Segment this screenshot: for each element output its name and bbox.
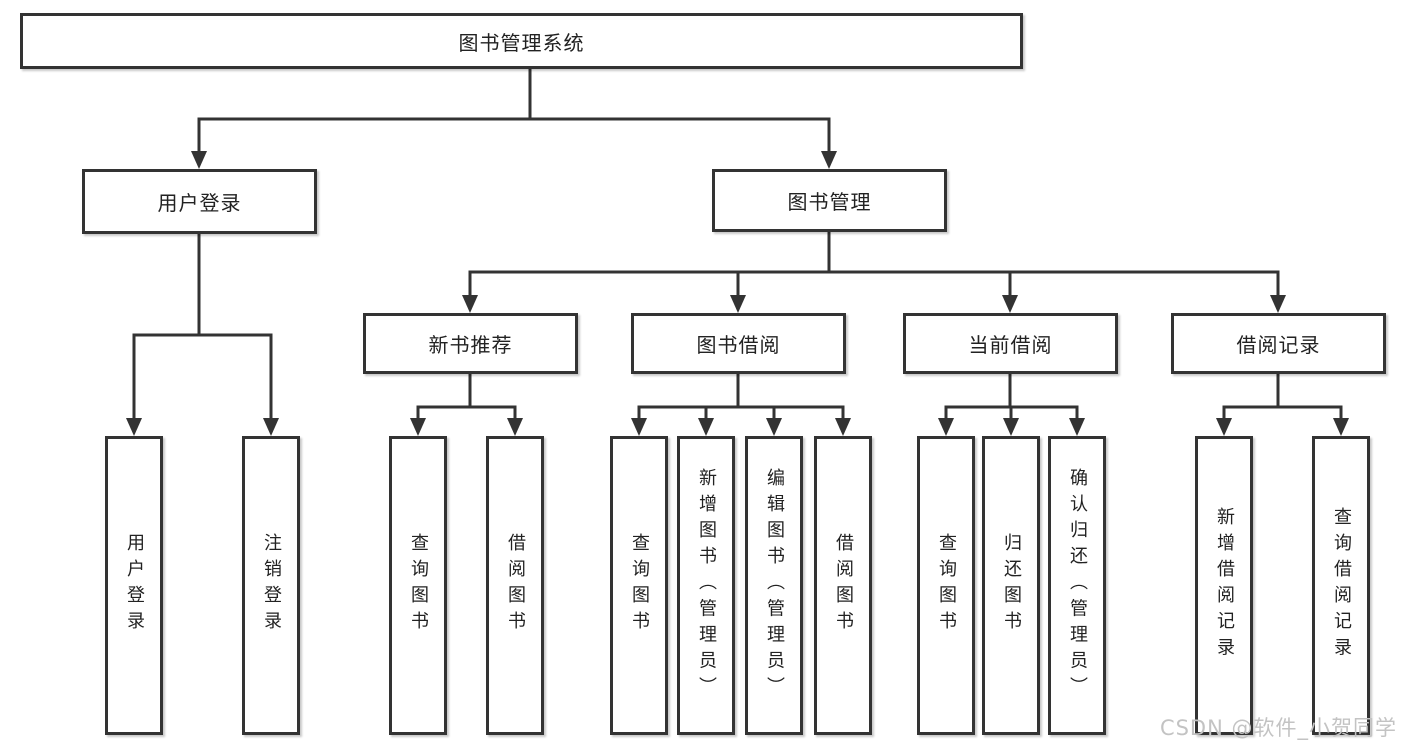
node-leaf-query-books-recommend: 查询图书 [389,436,447,735]
arrowhead-icon [730,295,746,313]
node-leaf-add-borrow-record: 新增借阅记录 [1195,436,1253,735]
arrowhead-icon [410,418,426,436]
node-leaf-query-books-current: 查询图书 [917,436,975,735]
node-book-management: 图书管理 [712,169,947,232]
node-library-management-system: 图书管理系统 [20,13,1023,69]
arrowhead-icon [263,418,279,436]
arrowhead-icon [1216,418,1232,436]
arrowhead-icon [1270,295,1286,313]
node-user-login: 用户登录 [82,169,317,234]
node-leaf-borrow-books-recommend: 借阅图书 [486,436,544,735]
arrowhead-icon [126,418,142,436]
arrowhead-icon [698,418,714,436]
node-new-book-recommendation: 新书推荐 [363,313,578,374]
arrowhead-icon [1333,418,1349,436]
watermark: CSDN @软件_小贺同学 [1159,716,1397,740]
node-leaf-confirm-return-admin: 确认归还（管理员） [1048,436,1106,735]
arrowhead-icon [1069,418,1085,436]
arrowhead-icon [631,418,647,436]
arrowhead-icon [507,418,523,436]
node-book-borrowing: 图书借阅 [631,313,846,374]
arrowhead-icon [821,151,837,169]
node-leaf-add-books-admin: 新增图书（管理员） [677,436,735,735]
node-leaf-logout: 注销登录 [242,436,300,735]
node-leaf-return-books: 归还图书 [982,436,1040,735]
node-leaf-query-books-borrowing: 查询图书 [610,436,668,735]
arrowhead-icon [1002,295,1018,313]
node-borrowing-records: 借阅记录 [1171,313,1386,374]
node-leaf-borrow-books-borrowing: 借阅图书 [814,436,872,735]
node-leaf-user-login: 用户登录 [105,436,163,735]
node-leaf-query-borrow-record: 查询借阅记录 [1312,436,1370,735]
arrowhead-icon [835,418,851,436]
arrowhead-icon [462,295,478,313]
arrowhead-icon [938,418,954,436]
arrowhead-icon [1003,418,1019,436]
node-current-borrowing: 当前借阅 [903,313,1118,374]
arrowhead-icon [766,418,782,436]
arrowhead-icon [191,151,207,169]
node-leaf-edit-books-admin: 编辑图书（管理员） [745,436,803,735]
